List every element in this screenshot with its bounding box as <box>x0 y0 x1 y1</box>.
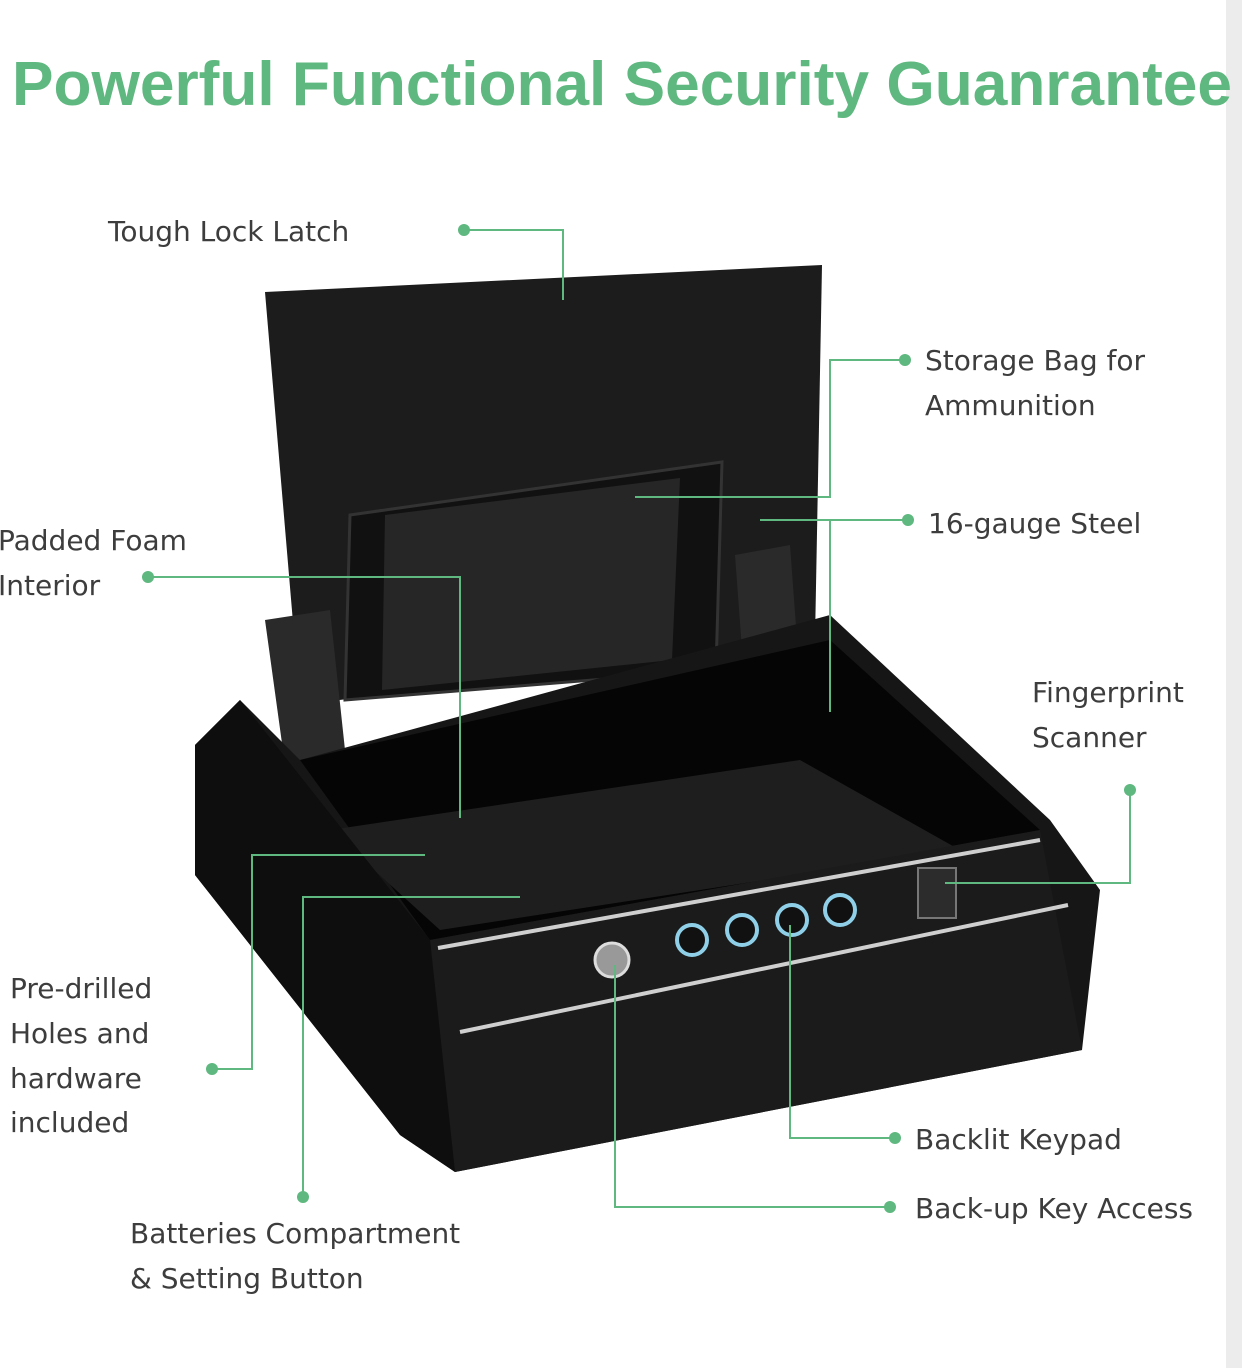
fingerprint-scanner <box>917 867 957 919</box>
callout-padded-foam-line2: Interior <box>0 569 101 602</box>
chrome-strip-bottom <box>459 903 1069 1034</box>
chrome-strip-top <box>437 838 1041 950</box>
callout-storage-bag-line2: Ammunition <box>925 389 1096 422</box>
lid-hinge-left <box>265 610 345 765</box>
safe-side-panel <box>195 700 455 1172</box>
keypad-buttons <box>675 893 857 957</box>
callout-fingerprint-line1: Fingerprint <box>1032 676 1184 709</box>
callout-predrilled-line3: hardware <box>10 1062 142 1095</box>
right-edge-strip <box>1226 0 1242 1368</box>
key-lock-icon <box>593 941 631 979</box>
keypad-button-3 <box>775 903 809 937</box>
callout-batteries-line1: Batteries Compartment <box>130 1217 460 1250</box>
callout-storage-bag-line1: Storage Bag for <box>925 344 1145 377</box>
keypad-button-2 <box>725 913 759 947</box>
callout-keypad: Backlit Keypad <box>915 1123 1122 1156</box>
safe-illustration <box>195 265 1100 1172</box>
callout-batteries-line2: & Setting Button <box>130 1262 364 1295</box>
callout-steel: 16-gauge Steel <box>928 507 1141 540</box>
callout-predrilled-line4: included <box>10 1106 129 1139</box>
callout-lines <box>142 224 1136 1213</box>
callout-predrilled-line1: Pre-drilled <box>10 972 152 1005</box>
callout-lock-latch: Tough Lock Latch <box>107 215 349 248</box>
storage-bag-pocket <box>382 478 680 690</box>
foam-interior <box>330 760 960 930</box>
page-title: Powerful Functional Security Guanrantee <box>12 50 1232 119</box>
keypad-button-4 <box>823 893 857 927</box>
callout-fingerprint-line2: Scanner <box>1032 721 1147 754</box>
callout-padded-foam-line1: Padded Foam <box>0 524 187 557</box>
keypad-button-1 <box>675 923 709 957</box>
callout-backup-key: Back-up Key Access <box>915 1192 1193 1225</box>
callout-predrilled-line2: Holes and <box>10 1017 149 1050</box>
